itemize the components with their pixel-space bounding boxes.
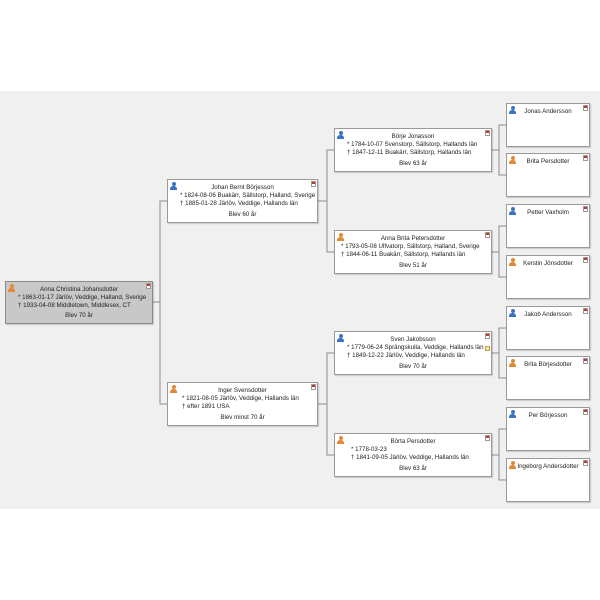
person-card-fmm[interactable]: Kerstin Jönsdotter — [506, 255, 590, 299]
person-birth: * 1778-03-23 — [351, 446, 387, 453]
flag-icon[interactable] — [485, 333, 490, 339]
person-name: Ingeborg Andersdotter — [517, 463, 579, 470]
person-card-maternal-grandmother[interactable]: Börta Persdotter * 1778-03-23 † 1841-09-… — [334, 433, 492, 477]
person-card-mfm[interactable]: Brita Börjesdotter — [506, 356, 590, 400]
person-name: Brita Persdotter — [526, 158, 570, 165]
flag-icon[interactable] — [583, 308, 588, 314]
person-name: Anna Brita Petersdotter — [380, 235, 446, 242]
person-card-fmf[interactable]: Petter Vaxholm — [506, 204, 590, 248]
flag-icon[interactable] — [311, 384, 316, 390]
connector-ff-parents — [492, 124, 506, 176]
person-name: Kerstin Jönsdotter — [523, 260, 573, 267]
person-name: Börta Persdotter — [390, 438, 436, 445]
person-card-root[interactable]: Anna Christina Johansdotter * 1863-01-17… — [5, 281, 153, 324]
flag-icon[interactable] — [583, 155, 588, 161]
person-card-paternal-grandfather[interactable]: Börje Jonasson * 1784-10-07 Svenstorp, S… — [334, 128, 492, 172]
person-birth: * 1793-05-08 Ulfvatorp, Sällstorp, Halla… — [341, 243, 480, 250]
note-icon[interactable] — [485, 346, 490, 351]
person-card-maternal-grandfather[interactable]: Sven Jakobsson * 1779-06-24 Sprängskulla… — [334, 331, 492, 375]
flag-icon[interactable] — [583, 105, 588, 111]
connector-mf-parents — [492, 327, 506, 379]
flag-icon[interactable] — [485, 435, 490, 441]
person-name: Johan Bernt Börjesson — [211, 184, 274, 191]
person-card-mff[interactable]: Jakob Andersson — [506, 306, 590, 350]
person-death: † efter 1891 USA — [182, 403, 230, 410]
person-name: Börje Jonasson — [391, 133, 435, 140]
female-person-icon — [170, 385, 177, 394]
female-person-icon — [509, 258, 516, 267]
person-name: Per Börjesson — [528, 412, 568, 419]
person-death: † 1841-09-05 Järlöv, Veddige, Hallands l… — [351, 454, 469, 461]
person-death: † 1847-12-11 Buakärr, Sällstorp, Halland… — [347, 149, 472, 156]
person-age: Blev 70 år — [399, 363, 427, 370]
male-person-icon — [170, 182, 177, 191]
flag-icon[interactable] — [583, 257, 588, 263]
person-card-fff[interactable]: Jonas Andersson — [506, 103, 590, 147]
person-age: Blev 63 år — [399, 465, 427, 472]
person-death: † 1849-12-22 Järlöv, Veddige, Hallands l… — [347, 352, 465, 359]
person-card-paternal-grandmother[interactable]: Anna Brita Petersdotter * 1793-05-08 Ulf… — [334, 230, 492, 274]
male-person-icon — [509, 207, 516, 216]
female-person-icon — [337, 233, 344, 242]
person-death: † 1933-04-08 Middletown, Middlesex, CT — [18, 302, 131, 309]
person-card-ffm[interactable]: Brita Persdotter — [506, 153, 590, 197]
male-person-icon — [337, 334, 344, 343]
connector-mm-parents — [492, 428, 506, 481]
person-name: Anna Christina Johansdotter — [39, 286, 119, 293]
flag-icon[interactable] — [583, 358, 588, 364]
person-name: Brita Börjesdotter — [524, 361, 572, 368]
person-name: Jonas Andersson — [524, 108, 572, 115]
person-birth: * 1863-01-17 Järlöv, Veddige, Halland, S… — [18, 294, 147, 301]
female-person-icon — [509, 461, 516, 470]
flag-icon[interactable] — [583, 460, 588, 466]
person-card-mmm[interactable]: Ingeborg Andersdotter — [506, 458, 590, 502]
flag-icon[interactable] — [583, 206, 588, 212]
connector-root-parents — [153, 200, 167, 405]
female-person-icon — [509, 156, 516, 165]
male-person-icon — [509, 309, 516, 318]
connector-mother-grandparents — [318, 352, 334, 456]
female-person-icon — [509, 359, 516, 368]
person-age: Blev 60 år — [228, 211, 257, 218]
flag-icon[interactable] — [311, 181, 316, 187]
person-name: Sven Jakobsson — [390, 336, 436, 343]
person-birth: * 1824-08-06 Buakärr, Sällstorp, Halland… — [180, 192, 316, 199]
connector-father-grandparents — [318, 149, 334, 253]
person-card-father[interactable]: Johan Bernt Börjesson * 1824-08-06 Buakä… — [167, 179, 318, 223]
person-name: Inger Svensdotter — [218, 387, 267, 394]
connector-fm-parents — [492, 225, 506, 278]
person-age: Blev 63 år — [399, 160, 427, 167]
flag-icon[interactable] — [583, 409, 588, 415]
person-card-mmf[interactable]: Per Börjesson — [506, 407, 590, 451]
person-death: † 1844-06-11 Buakärr, Sällstorp, Halland… — [341, 251, 466, 258]
person-age: Blev minst 70 år — [220, 414, 265, 421]
flag-icon[interactable] — [485, 130, 490, 136]
male-person-icon — [337, 131, 344, 140]
male-person-icon — [509, 106, 516, 115]
person-name: Jakob Andersson — [524, 311, 572, 318]
male-person-icon — [509, 410, 516, 419]
female-person-icon — [8, 284, 15, 293]
person-name: Petter Vaxholm — [527, 209, 569, 216]
person-birth: * 1779-06-24 Sprängskulla, Veddige, Hall… — [347, 344, 484, 351]
person-birth: * 1784-10-07 Svenstorp, Sällstorp, Halla… — [347, 141, 478, 148]
person-age: Blev 51 år — [399, 262, 427, 269]
person-age: Blev 70 år — [65, 312, 93, 319]
person-death: † 1885-01-28 Järlöv, Veddige, Hallands l… — [180, 200, 298, 207]
person-card-mother[interactable]: Inger Svensdotter * 1821-08-05 Järlöv, V… — [167, 382, 318, 426]
female-person-icon — [337, 436, 344, 445]
flag-icon[interactable] — [485, 232, 490, 238]
person-birth: * 1821-08-05 Järlöv, Veddige, Hallands l… — [182, 395, 299, 402]
flag-icon[interactable] — [146, 283, 151, 289]
